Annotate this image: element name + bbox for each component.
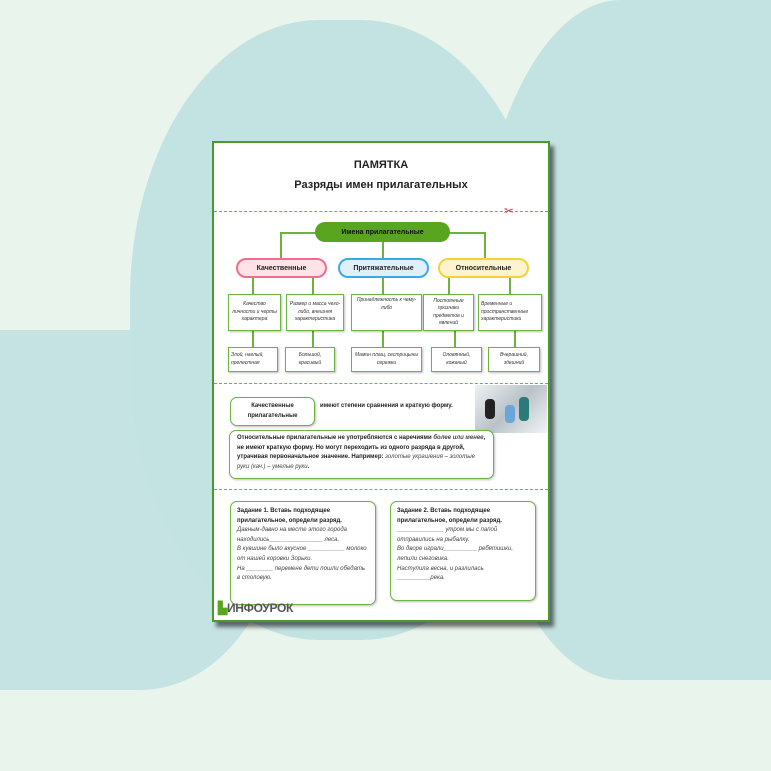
connector-line	[252, 278, 254, 295]
connector-line	[448, 278, 450, 295]
category-relative: Относительные	[438, 258, 529, 278]
description-box: Временные и пространственные характерист…	[478, 294, 542, 331]
example-box: Большой, красивый	[285, 347, 335, 372]
task2-line: ______________ утром мы с папой отправил…	[397, 527, 498, 543]
connector-line	[382, 242, 384, 258]
note-italic: более или менее	[433, 435, 484, 441]
example-box: Вчерашний, здешний	[488, 347, 540, 372]
connector-line	[280, 232, 282, 258]
category-possessive: Притяжательные	[338, 258, 429, 278]
task2-box: Задание 2. Вставь подходящее прилагатель…	[390, 501, 536, 601]
note-text: Относительные прилагательные не употребл…	[237, 435, 434, 441]
divider	[214, 489, 548, 490]
task1-line: В кувшине было вкусное ___________ молок…	[237, 546, 367, 562]
category-qualitative: Качественные	[236, 258, 327, 278]
root-node: Имена прилагательные	[315, 222, 450, 242]
description-box: Размер и масса чего-либо, внешняя характ…	[286, 294, 344, 331]
connector-line	[514, 331, 516, 348]
qualitative-note-box: Качественные прилагательные	[230, 397, 315, 426]
cut-line	[214, 211, 548, 212]
scissors-icon: ✂	[504, 204, 515, 218]
qualitative-note-text: имеют степени сравнения и краткую форму.	[320, 403, 453, 409]
connector-line	[252, 331, 254, 348]
task2-heading: Задание 2. Вставь подходящее прилагатель…	[397, 508, 502, 524]
task1-heading: Задание 1. Вставь подходящее прилагатель…	[237, 508, 342, 524]
description-box: Качество личности и черты характера	[228, 294, 281, 331]
example-box: Мамин плащ, сестрицыны сережки	[351, 347, 422, 372]
page-title: ПАМЯТКА	[353, 159, 409, 171]
snowman-photo	[475, 385, 547, 433]
connector-line	[454, 331, 456, 348]
connector-line	[312, 278, 314, 295]
task1-line: Давным-давно на месте этого города наход…	[237, 527, 347, 543]
task2-line: Наступила весна, и разлилась __________р…	[397, 565, 484, 582]
description-box: Постоянные признаки предметов и явлений	[423, 294, 474, 331]
photo-figure	[505, 405, 515, 423]
connector-line	[382, 331, 384, 348]
example-box: Оловянный, кожаный	[431, 347, 482, 372]
note-italic: золотые украшения – золотые руки (кач.) …	[237, 454, 475, 470]
description-box: Принадлежность к чему-либо	[351, 294, 422, 331]
photo-figure	[485, 399, 495, 419]
photo-figure	[519, 397, 529, 421]
logo-mark-icon: ▙	[218, 601, 227, 615]
example-box: Злой, наглый, прелестная	[228, 347, 278, 372]
relative-note-box: Относительные прилагательные не употребл…	[229, 430, 494, 479]
connector-line	[312, 331, 314, 348]
connector-line	[382, 278, 384, 295]
connector-line	[509, 278, 511, 295]
task1-box: Задание 1. Вставь подходящее прилагатель…	[230, 501, 376, 605]
page-subtitle: Разряды имен прилагательных	[294, 179, 468, 191]
task2-line: Во дворе играли__________ ребятишки, леп…	[397, 546, 513, 562]
infourok-logo: ▙ИНФОУРОК	[218, 601, 293, 615]
connector-line	[484, 232, 486, 258]
note-text: .	[307, 463, 310, 470]
note-text: , не имеют краткую форму. Но могут перех…	[237, 435, 486, 461]
task1-line: На ________ перемене дети пошли обедать …	[237, 565, 366, 582]
logo-text: ИНФОУРОК	[226, 601, 294, 615]
divider	[214, 383, 548, 384]
document-page: ПАМЯТКА Разряды имен прилагательных ✂ Им…	[212, 141, 550, 622]
